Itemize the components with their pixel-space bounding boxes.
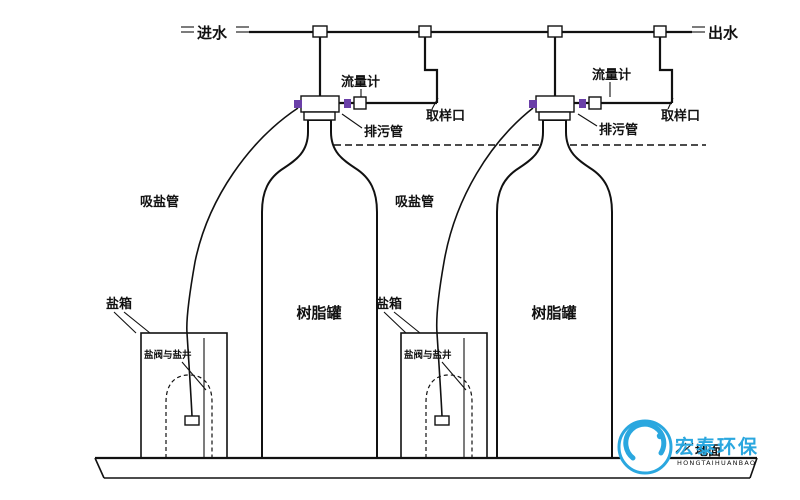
logo-name: 宏泰环保	[675, 435, 759, 458]
salt-suction-label-2: 吸盐管	[395, 194, 434, 210]
tank1-valve-accent	[294, 100, 302, 108]
flow-meter-label-2: 流量计	[592, 67, 631, 83]
ground-hatch-mark	[682, 442, 694, 453]
salt-suction-pipes	[184, 107, 534, 426]
header-tee-fitting	[653, 25, 667, 38]
tank1-neck-flange	[303, 111, 336, 121]
salt-valve-well-leader-2	[441, 361, 467, 391]
tank1-riser-pipe	[423, 37, 439, 103]
salt-valve-well-label-2: 盐阀与盐井	[404, 349, 452, 361]
drain-pipe-label-2: 排污管	[599, 122, 638, 138]
salt-valve-well-leader-1	[181, 361, 207, 391]
flow-meter-label-1: 流量计	[341, 74, 380, 90]
tank1-piping	[318, 37, 543, 146]
drain-pipe-label-1: 排污管	[364, 124, 403, 140]
resin-tank-1-body	[261, 119, 378, 459]
resin-tank-2: 树脂罐	[496, 95, 613, 459]
salt-box-1-well-outline	[165, 374, 213, 458]
tank1-salt-suction-pipe	[186, 107, 299, 334]
tank1-salt-suction-pipe-inside	[186, 332, 193, 417]
salt-valve-well-label-1: 盐阀与盐井	[144, 349, 192, 361]
tank1-control-valve	[300, 95, 340, 113]
tank2-riser-pipe	[658, 37, 674, 103]
ground-right-edge	[749, 457, 758, 479]
tank2-salt-suction-pipe	[435, 107, 534, 334]
salt-box-leader-2b	[383, 311, 407, 334]
tank2-flow-meter-accent	[579, 99, 586, 108]
salt-box-leader-2a	[393, 311, 421, 334]
salt-box-1: 盐阀与盐井	[140, 332, 228, 459]
sampling-port-label-2: 取样口	[661, 108, 700, 124]
header-tee-fitting	[418, 25, 432, 38]
sampling-port-label-1: 取样口	[426, 108, 465, 124]
salt-box-2: 盐阀与盐井	[400, 332, 488, 459]
salt-box-label-2: 盐箱	[376, 296, 402, 312]
tank1-foot-valve	[184, 415, 200, 426]
ground-label: 地面	[695, 443, 721, 459]
callout-labels: 流量计 流量计 取样口 取样口 排污管 排污管 吸盐管 吸盐管 盐箱 盐箱	[106, 67, 700, 334]
logo-dot-icon	[656, 432, 664, 440]
tank2-valve-accent	[529, 100, 537, 108]
header-tee-fitting	[547, 25, 563, 38]
logo-swoosh-icon	[623, 421, 667, 461]
tank1-flow-meter-fitting	[353, 96, 367, 110]
tank1-flow-meter-accent	[344, 99, 351, 108]
resin-tank-2-label: 树脂罐	[531, 304, 576, 322]
tank2-foot-valve	[434, 415, 450, 426]
resin-tank-2-body	[496, 119, 613, 459]
resin-tank-1-label: 树脂罐	[296, 304, 341, 322]
drain-pipe-leader-2	[577, 113, 598, 127]
drain-pipe-leader-1	[341, 113, 363, 129]
sampling-port-leader-1	[431, 97, 439, 110]
sampling-port-leader-2	[667, 97, 674, 110]
tank2-piping	[553, 37, 706, 146]
salt-suction-label-1: 吸盐管	[140, 194, 179, 210]
outlet-label: 出水	[708, 24, 739, 42]
salt-box-leader-1a	[123, 311, 151, 334]
salt-box-leader-1b	[113, 311, 137, 334]
brand-logo: 宏泰环保 HONGTAIHUANBAO	[617, 419, 759, 475]
tank2-flow-meter-fitting	[588, 96, 602, 110]
inlet-label: 进水	[197, 24, 228, 42]
ground-hatch-mark	[675, 442, 687, 453]
resin-tank-1: 树脂罐	[261, 95, 378, 459]
tank2-control-valve	[535, 95, 575, 113]
header-pipe: 进水 出水	[181, 24, 739, 42]
salt-box-2-well-outline	[425, 374, 473, 458]
salt-box-label-1: 盐箱	[106, 296, 132, 312]
tank2-salt-suction-pipe-inside	[436, 332, 443, 417]
ground-left-edge	[94, 457, 105, 479]
header-tee-fitting	[312, 25, 328, 38]
tank2-neck-flange	[538, 111, 571, 121]
logo-subtext: HONGTAIHUANBAO	[677, 459, 756, 467]
